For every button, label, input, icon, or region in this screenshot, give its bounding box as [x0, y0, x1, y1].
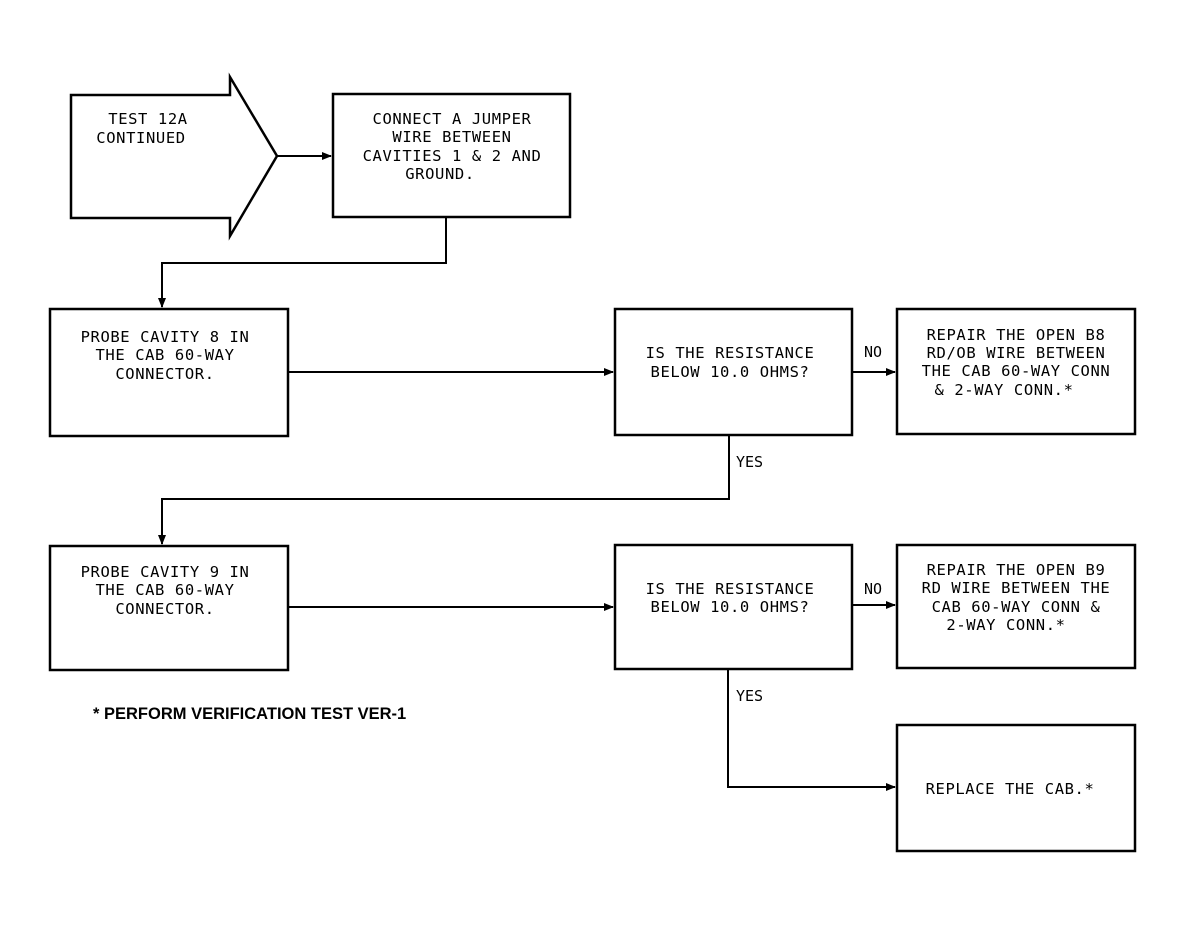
connector-decision9-to-replace [727, 670, 896, 791]
repair8-line-1: REPAIR THE OPEN B8 [927, 326, 1106, 344]
decision9-node: IS THE RESISTANCE BELOW 10.0 OHMS? [613, 543, 854, 671]
decision9-line-2: BELOW 10.0 OHMS? [651, 598, 810, 616]
edge-label-yes-1: YES [736, 453, 763, 471]
jumper-line-1: CONNECT A JUMPER [373, 110, 532, 128]
jumper-node: CONNECT A JUMPER WIRE BETWEEN CAVITIES 1… [331, 92, 572, 219]
repair8-box [895, 307, 1137, 436]
jumper-line-4: GROUND. [405, 165, 475, 183]
probe8-line-2: THE CAB 60-WAY [95, 346, 234, 364]
replace-node: REPLACE THE CAB.* [895, 723, 1137, 853]
repair8-line-3: THE CAB 60-WAY CONN [922, 362, 1111, 380]
probe9-line-1: PROBE CAVITY 9 IN [81, 563, 250, 581]
decision8-line-2: BELOW 10.0 OHMS? [651, 363, 810, 381]
probe9-box [48, 544, 290, 672]
probe8-node: PROBE CAVITY 8 IN THE CAB 60-WAY CONNECT… [48, 307, 290, 438]
edge-label-yes-2: YES [736, 687, 763, 705]
repair8-line-4: & 2-WAY CONN.* [934, 381, 1073, 399]
start-node: TEST 12A CONTINUED [69, 72, 279, 241]
repair8-line-2: RD/OB WIRE BETWEEN [927, 344, 1106, 362]
repair9-box [895, 543, 1137, 670]
repair8-node: REPAIR THE OPEN B8 RD/OB WIRE BETWEEN TH… [895, 307, 1137, 436]
repair9-node: REPAIR THE OPEN B9 RD WIRE BETWEEN THE C… [895, 543, 1137, 670]
repair9-line-1: REPAIR THE OPEN B9 [927, 561, 1106, 579]
repair9-line-3: CAB 60-WAY CONN & [932, 598, 1101, 616]
decision8-node: IS THE RESISTANCE BELOW 10.0 OHMS? [613, 307, 854, 437]
replace-line-1: REPLACE THE CAB.* [926, 780, 1095, 798]
jumper-line-3: CAVITIES 1 & 2 AND [363, 147, 542, 165]
connector-jumper-to-probe8 [158, 218, 447, 308]
repair9-line-2: RD WIRE BETWEEN THE [922, 579, 1111, 597]
jumper-box [331, 92, 572, 219]
probe9-line-2: THE CAB 60-WAY [95, 581, 234, 599]
decision9-box [613, 543, 854, 671]
decision9-line-1: IS THE RESISTANCE [646, 580, 815, 598]
connectors [158, 152, 896, 791]
edge-label-no-1: NO [864, 343, 882, 361]
edge-label-no-2: NO [864, 580, 882, 598]
jumper-line-2: WIRE BETWEEN [392, 128, 511, 146]
start-line-2: CONTINUED [96, 129, 185, 147]
probe8-box [48, 307, 290, 438]
decision8-box [613, 307, 854, 437]
footnote: * PERFORM VERIFICATION TEST VER-1 [93, 705, 406, 723]
decision8-line-1: IS THE RESISTANCE [646, 344, 815, 362]
probe9-line-3: CONNECTOR. [115, 600, 214, 618]
start-line-1: TEST 12A [108, 110, 188, 128]
probe8-line-3: CONNECTOR. [115, 365, 214, 383]
probe8-line-1: PROBE CAVITY 8 IN [81, 328, 250, 346]
replace-box [895, 723, 1137, 853]
connector-decision8-to-probe9 [158, 436, 730, 545]
probe9-node: PROBE CAVITY 9 IN THE CAB 60-WAY CONNECT… [48, 544, 290, 672]
repair9-line-4: 2-WAY CONN.* [946, 616, 1065, 634]
start-arrow-shape [69, 72, 279, 241]
